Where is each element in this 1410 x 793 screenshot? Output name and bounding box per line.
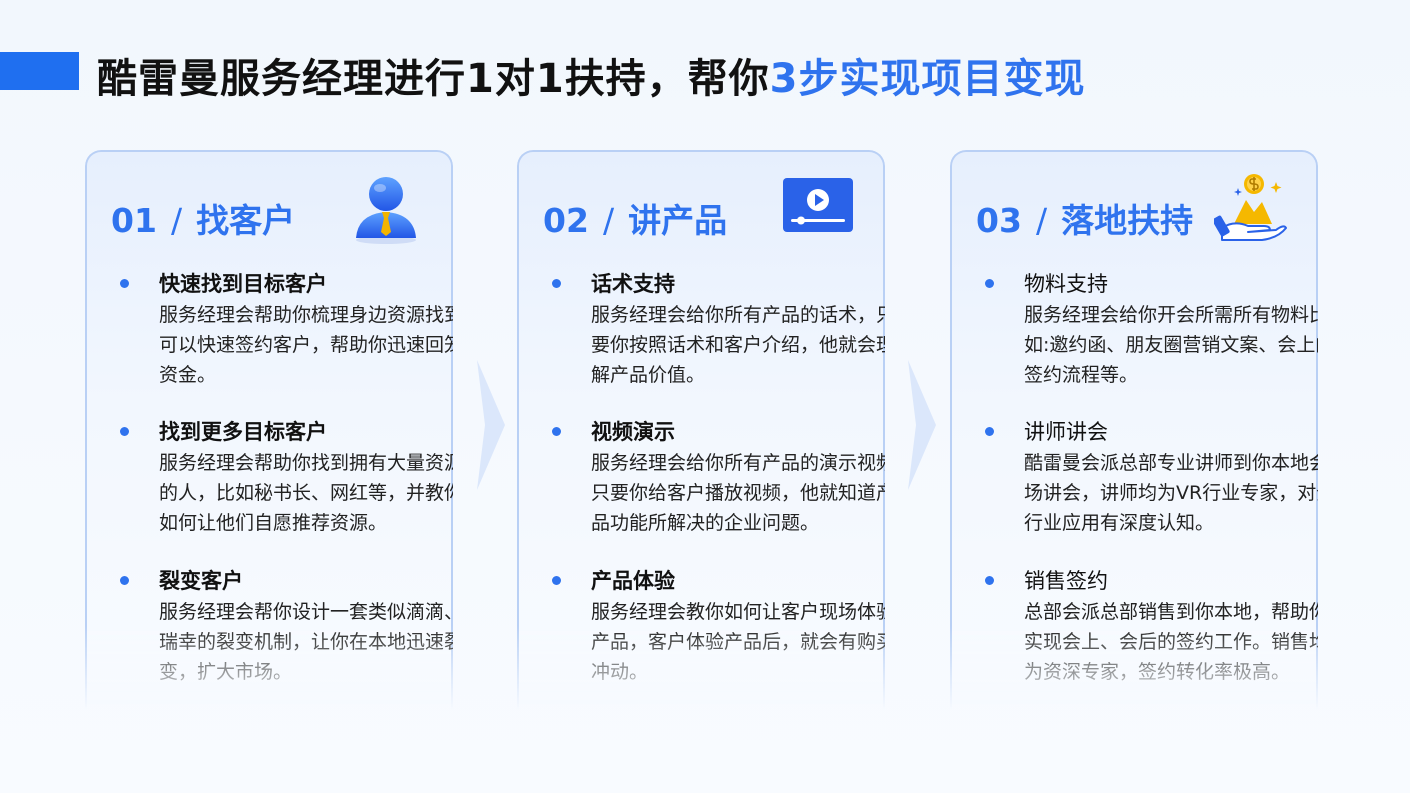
bullet-dot — [552, 427, 561, 436]
list-item: 找到更多目标客户 服务经理会帮助你找到拥有大量资源的人，比如秘书长、网红等，并教… — [120, 418, 463, 538]
page-title: 酷雷曼服务经理进行1对1扶持，帮你3步实现项目变现 — [97, 46, 1086, 104]
bullet-dot — [985, 427, 994, 436]
item-description: 服务经理会帮你设计一套类似滴滴、瑞幸的裂变机制，让你在本地迅速裂变，扩大市场。 — [159, 601, 464, 683]
item-description: 酷雷曼会派总部专业讲师到你本地会场讲会，讲师均为VR行业专家，对全行业应用有深度… — [1024, 452, 1336, 534]
list-item: 裂变客户 服务经理会帮你设计一套类似滴滴、瑞幸的裂变机制，让你在本地迅速裂变，扩… — [120, 567, 463, 687]
title-highlight: 3步实现项目变现 — [769, 56, 1086, 102]
item-description: 总部会派总部销售到你本地，帮助你实现会上、会后的签约工作。销售均为资深专家，签约… — [1024, 601, 1329, 683]
money-hand-icon — [1214, 174, 1287, 241]
item-description: 服务经理会帮助你梳理身边资源找到可以快速签约客户，帮助你迅速回笼资金。 — [159, 304, 464, 386]
step-separator: / — [170, 201, 183, 240]
bullet-dot — [552, 279, 561, 288]
list-item: 快速找到目标客户 服务经理会帮助你梳理身边资源找到可以快速签约客户，帮助你迅速回… — [120, 270, 463, 390]
chevron-right-icon — [908, 360, 936, 490]
step-separator: / — [602, 201, 615, 240]
item-title: 销售签约 — [1024, 569, 1108, 593]
item-title: 讲师讲会 — [1024, 420, 1108, 444]
item-title: 视频演示 — [591, 420, 675, 444]
bullet-dot — [985, 576, 994, 585]
step-card-2: 02 / 讲产品 话术支持 服务经理会给你所有产品的话术，只要你按照话术和客户介绍，… — [517, 150, 895, 710]
step-separator: / — [1035, 201, 1048, 240]
step-heading: 02 / 讲产品 — [543, 194, 727, 242]
item-title: 裂变客户 — [159, 569, 243, 593]
list-item: 视频演示 服务经理会给你所有产品的演示视频只要你给客户播放视频，他就知道产品功能… — [552, 418, 895, 538]
item-description: 服务经理会教你如何让客户现场体验产品，客户体验产品后，就会有购买冲动。 — [591, 601, 896, 683]
bullet-dot — [120, 427, 129, 436]
item-description: 服务经理会给你所有产品的话术，只要你按照话术和客户介绍，他就会理解产品价值。 — [591, 304, 896, 386]
bullet-dot — [552, 576, 561, 585]
title-prefix: 酷雷曼服务经理进行1对1扶持，帮你 — [97, 56, 770, 102]
item-description: 服务经理会帮助你找到拥有大量资源的人，比如秘书长、网红等，并教你如何让他们自愿推… — [159, 452, 464, 534]
step-number: 01 — [111, 201, 157, 240]
list-item: 销售签约 总部会派总部销售到你本地，帮助你实现会上、会后的签约工作。销售均为资深… — [985, 567, 1328, 687]
list-item: 产品体验 服务经理会教你如何让客户现场体验产品，客户体验产品后，就会有购买冲动。 — [552, 567, 895, 687]
bullet-dot — [985, 279, 994, 288]
chevron-right-icon — [477, 360, 505, 490]
item-title: 物料支持 — [1024, 272, 1108, 296]
businessman-icon — [356, 177, 416, 244]
step-number: 02 — [543, 201, 589, 240]
step-name: 讲产品 — [628, 201, 728, 240]
list-item: 物料支持 服务经理会给你开会所需所有物料比如:邀约函、朋友圈营销文案、会上的签约… — [985, 270, 1334, 390]
item-title: 话术支持 — [591, 272, 675, 296]
step-card-1: 01 / 找客户 快速找到目标客户 服务经理会帮助你梳理身边资源找到可以快速签约客户… — [85, 150, 463, 710]
step-heading: 03 / 落地扶持 — [976, 194, 1193, 242]
list-item: 话术支持 服务经理会给你所有产品的话术，只要你按照话术和客户介绍，他就会理解产品… — [552, 270, 895, 390]
title-accent-bar — [0, 52, 79, 90]
bullet-dot — [120, 576, 129, 585]
step-heading: 01 / 找客户 — [111, 194, 295, 242]
item-title: 找到更多目标客户 — [159, 420, 327, 444]
item-description: 服务经理会给你所有产品的演示视频只要你给客户播放视频，他就知道产品功能所解决的企… — [591, 452, 896, 534]
item-title: 快速找到目标客户 — [159, 272, 327, 296]
item-title: 产品体验 — [591, 569, 675, 593]
step-number: 03 — [976, 201, 1022, 240]
step-card-3: 03 / 落地扶持 物料支持 服务经理会给你开会所需所有物料比如:邀约函、朋友圈营销… — [950, 150, 1335, 710]
list-item: 讲师讲会 酷雷曼会派总部专业讲师到你本地会场讲会，讲师均为VR行业专家，对全行业… — [985, 418, 1335, 538]
step-name: 找客户 — [196, 201, 296, 240]
step-name: 落地扶持 — [1061, 201, 1194, 240]
video-player-icon — [783, 178, 853, 232]
item-description: 服务经理会给你开会所需所有物料比如:邀约函、朋友圈营销文案、会上的签约流程等。 — [1024, 304, 1335, 386]
bullet-dot — [120, 279, 129, 288]
